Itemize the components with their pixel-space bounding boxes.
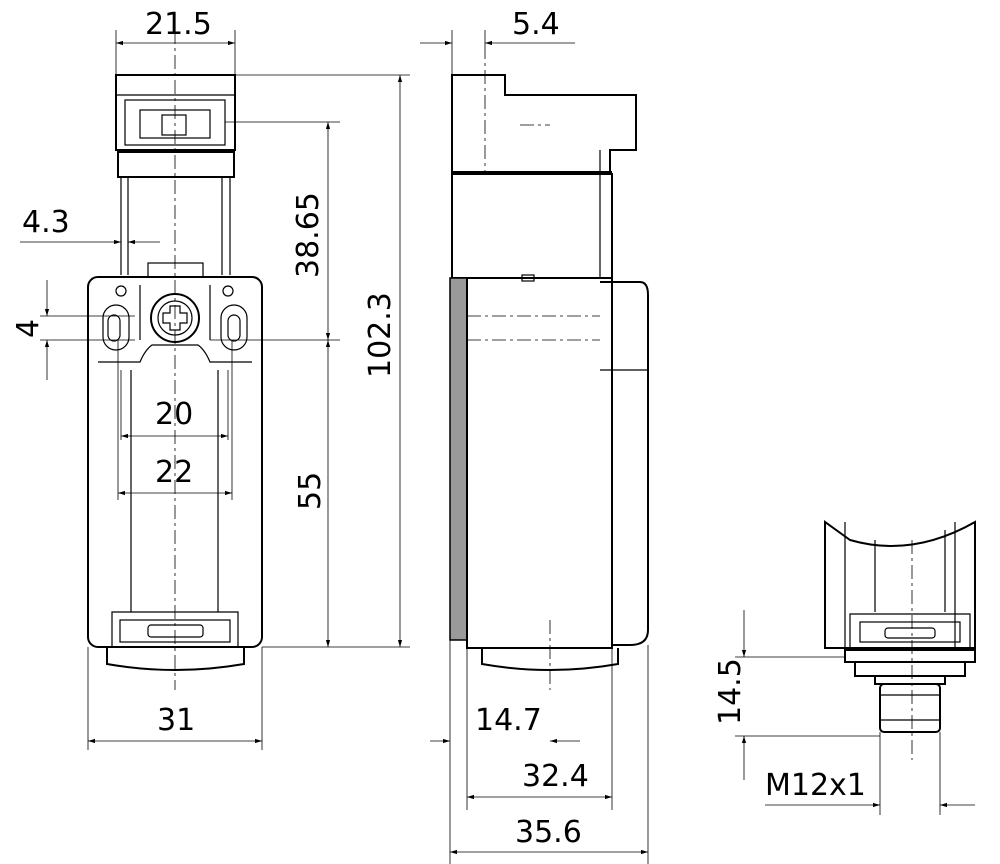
dimension-lines (20, 30, 975, 864)
front-view (87, 30, 263, 690)
dim-head-height: 38.65 (291, 192, 326, 278)
dim-overall-height: 102.3 (363, 292, 398, 378)
dim-slot-height: 4 (11, 319, 46, 338)
dim-head-width: 21.5 (145, 7, 212, 42)
dim-overall-depth: 35.6 (515, 815, 582, 850)
dim-hole-spacing-inner: 20 (155, 397, 193, 432)
dim-body-width: 31 (157, 703, 195, 738)
dim-head-offset-side: 5.4 (512, 7, 560, 42)
dim-side-offset: 14.7 (475, 703, 542, 738)
dim-hole-spacing-outer: 22 (155, 455, 193, 490)
dim-body-height: 55 (293, 472, 328, 510)
dim-side-depth: 32.4 (522, 759, 589, 794)
connector-detail-view (824, 520, 976, 760)
dim-slot-offset: 4.3 (22, 205, 70, 240)
side-view (449, 45, 649, 690)
dim-connector-length: 14.5 (713, 658, 748, 725)
dim-thread: M12x1 (765, 768, 866, 803)
